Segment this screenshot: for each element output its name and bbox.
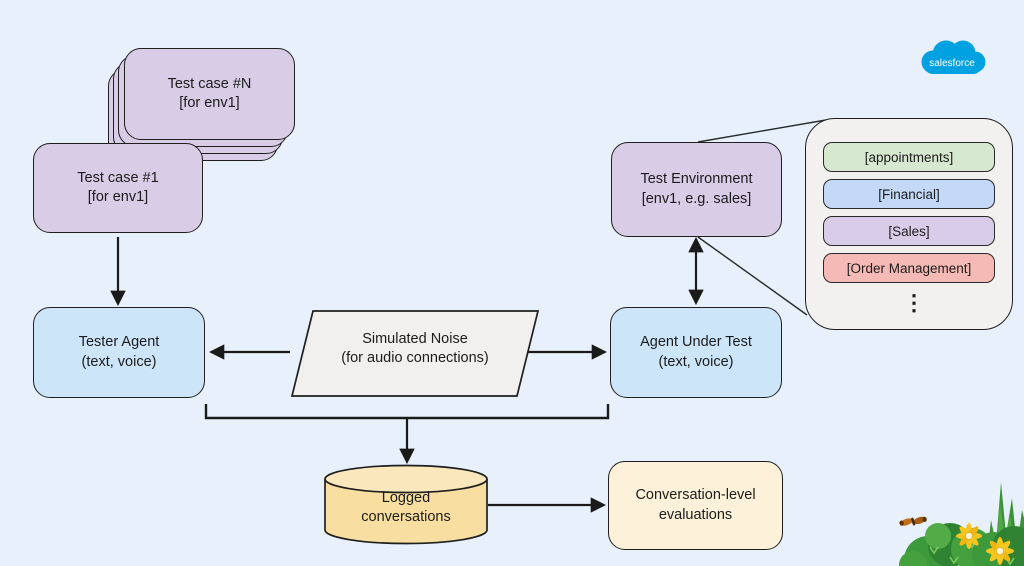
leaf-texture <box>929 540 1015 566</box>
environment-chip-order-management: [Order Management] <box>823 253 995 283</box>
agent-under-test-modes: (text, voice) <box>658 353 734 370</box>
tester-agent-modes: (text, voice) <box>81 353 157 370</box>
simulated-noise-label: Simulated Noise (for audio connections) <box>295 330 535 368</box>
logged-conversations-line2: conversations <box>361 509 451 526</box>
test-case-1-label: Test case #1 <box>77 169 159 186</box>
evaluations-box: Conversation-level evaluations <box>608 461 783 550</box>
test-case-1-card: Test case #1 [for env1] <box>33 143 203 233</box>
logged-conversations-label: Logged conversations <box>325 489 487 527</box>
salesforce-logo: salesforce <box>921 40 986 74</box>
agent-under-test-label: Agent Under Test <box>640 334 752 351</box>
logged-conversations-line1: Logged <box>381 490 431 506</box>
chip-label: [Order Management] <box>846 260 972 276</box>
callout-lines <box>697 119 827 316</box>
simulated-noise-line1: Simulated Noise <box>362 331 468 347</box>
test-environment-label: Test Environment <box>640 171 753 188</box>
test-case-n-card: Test case #N [for env1] <box>124 48 295 140</box>
foliage-decoration <box>899 482 1024 566</box>
evaluations-line2: evaluations <box>658 506 733 523</box>
evaluations-line1: Conversation-level <box>635 487 756 504</box>
salesforce-wordmark: salesforce <box>929 58 975 69</box>
cylinder-top <box>324 464 488 494</box>
test-case-n-env: [for env1] <box>179 95 240 111</box>
test-case-n-label: Test case #N <box>167 75 252 92</box>
test-environment-box: Test Environment [env1, e.g. sales] <box>611 142 782 237</box>
agent-under-test-box: Agent Under Test (text, voice) <box>610 307 782 398</box>
callout-line-top <box>697 119 827 143</box>
environment-chip-financial: [Financial] <box>823 179 995 209</box>
simulated-noise-line2: (for audio connections) <box>341 350 489 367</box>
tester-agent-label: Tester Agent <box>78 334 160 351</box>
panel-ellipsis: ⋮ <box>903 290 925 315</box>
logged-conversations-cylinder <box>324 464 488 545</box>
chip-label: [appointments] <box>864 149 954 165</box>
arrows <box>110 236 704 513</box>
bracket-connector <box>204 404 610 420</box>
chip-label: [Financial] <box>878 186 940 202</box>
test-case-1-env: [for env1] <box>87 189 149 205</box>
flower-icon <box>956 523 982 549</box>
simulated-noise-shape <box>290 310 540 397</box>
cylinder-body <box>324 479 488 545</box>
callout-line-bottom <box>697 236 808 316</box>
environment-chip-sales: [Sales] <box>823 216 995 246</box>
salesforce-cloud-icon <box>921 40 986 74</box>
test-environment-env: [env1, e.g. sales] <box>641 190 752 207</box>
tester-agent-box: Tester Agent (text, voice) <box>33 307 205 398</box>
flower-icon-2 <box>986 537 1014 565</box>
butterfly-icon <box>899 516 927 526</box>
environment-chip-appointments: [appointments] <box>823 142 995 172</box>
chip-label: [Sales] <box>888 223 930 239</box>
